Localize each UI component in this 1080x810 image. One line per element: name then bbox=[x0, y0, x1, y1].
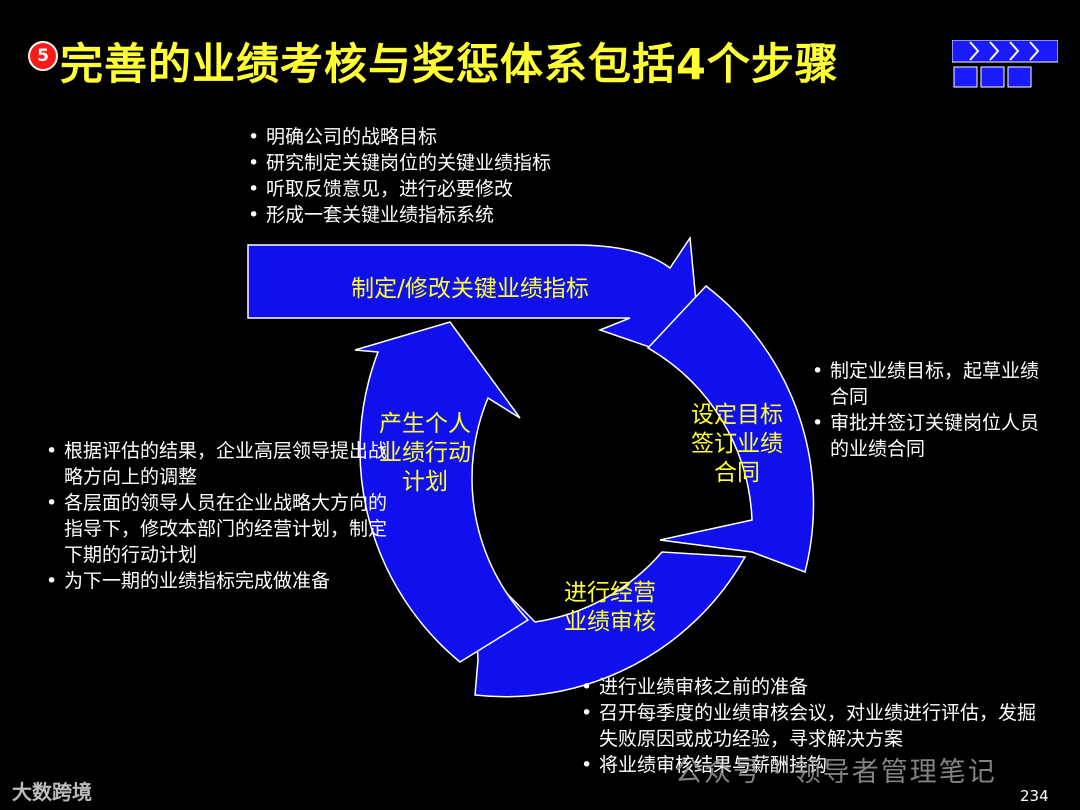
page-number: 234 bbox=[1020, 787, 1049, 805]
list-item: 召开每季度的业绩审核会议，对业绩进行评估，发掘失败原因或成功经验，寻求解决方案 bbox=[577, 700, 1047, 752]
arrow-top bbox=[247, 235, 703, 367]
list-item: 各层面的领导人员在企业战略大方向的指导下，修改本部门的经营计划，制定下期的行动计… bbox=[42, 490, 387, 568]
list-item: 将业绩审核结果与薪酬挂钩 bbox=[577, 752, 1047, 778]
list-item: 制定业绩目标，起草业绩合同 bbox=[808, 358, 1048, 410]
list-item: 为下一期的业绩指标完成做准备 bbox=[42, 568, 387, 594]
watermark: 公众号 · 领导者管理笔记 bbox=[675, 757, 997, 788]
arrow-right bbox=[646, 284, 815, 573]
bullets-define-kpi: 明确公司的战略目标 研究制定关键岗位的关键业绩指标 听取反馈意见，进行必要修改 … bbox=[244, 124, 551, 228]
list-item: 形成一套关键业绩指标系统 bbox=[244, 202, 551, 228]
stage-label-review: 进行经营 业绩审核 bbox=[564, 580, 656, 635]
bullets-action-plan: 根据评估的结果，企业高层领导提出战略方向上的调整 各层面的领导人员在企业战略大方… bbox=[42, 438, 387, 594]
arrow-bottom bbox=[471, 551, 747, 698]
step-number-badge: 5 bbox=[28, 41, 58, 71]
stage-label-define-kpi: 制定/修改关键业绩指标 bbox=[351, 276, 589, 302]
list-item: 根据评估的结果，企业高层领导提出战略方向上的调整 bbox=[42, 438, 387, 490]
list-item: 审批并签订关键岗位人员的业绩合同 bbox=[808, 410, 1048, 462]
bullets-review: 进行业绩审核之前的准备 召开每季度的业绩审核会议，对业绩进行评估，发掘失败原因或… bbox=[577, 674, 1047, 778]
arrow-left bbox=[354, 321, 530, 663]
list-item: 明确公司的战略目标 bbox=[244, 124, 551, 150]
stage-label-set-targets: 设定目标 签订业绩 合同 bbox=[691, 402, 783, 486]
stage-label-action-plan: 产生个人 业绩行动 计划 bbox=[379, 411, 471, 495]
footer-logo: 大数跨境 bbox=[12, 780, 92, 804]
list-item: 进行业绩审核之前的准备 bbox=[577, 674, 1047, 700]
bullets-set-targets: 制定业绩目标，起草业绩合同 审批并签订关键岗位人员的业绩合同 bbox=[808, 358, 1048, 462]
page-title: 完善的业绩考核与奖惩体系包括4个步骤 bbox=[60, 40, 839, 90]
list-item: 研究制定关键岗位的关键业绩指标 bbox=[244, 150, 551, 176]
process-step-icon bbox=[952, 40, 1058, 88]
list-item: 听取反馈意见，进行必要修改 bbox=[244, 176, 551, 202]
